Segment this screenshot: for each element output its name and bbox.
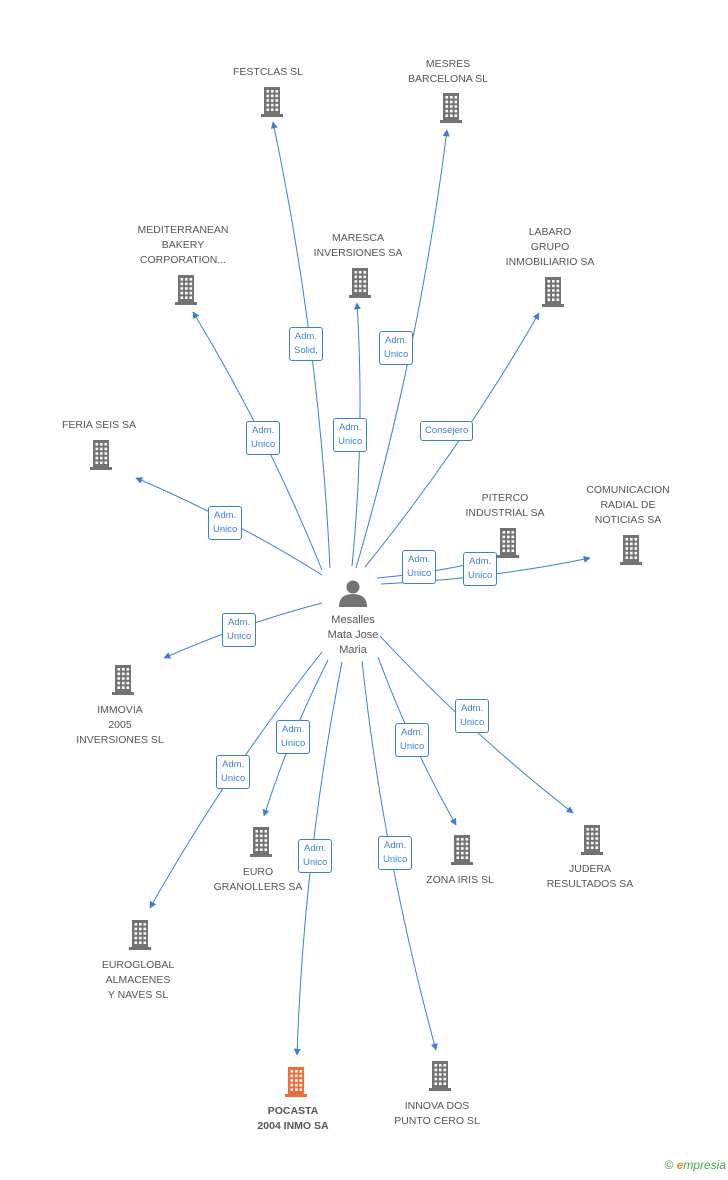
company-label-judera[interactable]: JUDERA RESULTADOS SA [546, 863, 634, 890]
edge-label-immovia[interactable]: Adm. Unico [222, 613, 257, 647]
building-icon-piterco[interactable] [497, 528, 519, 558]
company-label-immovia[interactable]: IMMOVIA 2005 INVERSIONES SL [76, 704, 164, 746]
building-icon-mediterranean[interactable] [175, 275, 197, 305]
footer-brand[interactable]: © empresia [664, 1158, 726, 1172]
building-icon-comunicacion[interactable] [620, 535, 642, 565]
brand-logo-text: mpresia [683, 1158, 726, 1172]
edge-label-comunicacion[interactable]: Adm. Unico [463, 552, 498, 586]
edge-label-maresca[interactable]: Adm. Unico [333, 418, 368, 452]
edge-label-judera[interactable]: Adm. Unico [455, 699, 490, 733]
copyright-symbol: © [664, 1158, 674, 1172]
edge-label-euro[interactable]: Adm. Unico [276, 720, 311, 754]
edge-label-mediterranean[interactable]: Adm. Unico [246, 421, 281, 455]
nodes-layer [90, 87, 642, 1097]
building-icon-festclas[interactable] [261, 87, 283, 117]
company-label-maresca[interactable]: MARESCA INVERSIONES SA [313, 232, 403, 259]
building-icon-pocasta[interactable] [285, 1067, 307, 1097]
building-icon-feria[interactable] [90, 440, 112, 470]
company-label-comunicacion[interactable]: COMUNICACION RADIAL DE NOTICIAS SA [586, 484, 670, 526]
building-icon-euro[interactable] [250, 827, 272, 857]
person-name[interactable]: Mesalles Mata Jose Maria [327, 614, 379, 656]
company-label-euro[interactable]: EURO GRANOLLERS SA [213, 866, 303, 893]
brand-logo-e: e [676, 1158, 684, 1172]
company-label-feria[interactable]: FERIA SEIS SA [61, 419, 137, 431]
edge-label-labaro[interactable]: Consejero [420, 421, 474, 441]
company-label-zona[interactable]: ZONA IRIS SL [426, 874, 494, 886]
edge-label-festclas[interactable]: Adm. Solid. [289, 327, 323, 361]
edge-label-euroglobal[interactable]: Adm. Unico [216, 755, 251, 789]
edge-label-zona[interactable]: Adm. Unico [395, 723, 430, 757]
edge-labaro [364, 312, 540, 568]
company-label-festclas[interactable]: FESTCLAS SL [232, 66, 304, 78]
building-icon-innova[interactable] [429, 1061, 451, 1091]
company-label-labaro[interactable]: LABARO GRUPO INMOBILIARIO SA [505, 226, 595, 268]
company-label-piterco[interactable]: PITERCO INDUSTRIAL SA [465, 492, 545, 519]
person-icon[interactable] [339, 580, 367, 608]
company-label-mesres[interactable]: MESRES BARCELONA SL [408, 58, 488, 85]
building-icon-zona[interactable] [451, 835, 473, 865]
company-label-mediterranean[interactable]: MEDITERRANEAN BAKERY CORPORATION... [137, 224, 229, 266]
edge-label-feria[interactable]: Adm. Unico [208, 506, 243, 540]
edge-label-innova[interactable]: Adm. Unico [378, 836, 413, 870]
edge-label-pocasta[interactable]: Adm. Unico [298, 839, 333, 873]
building-icon-judera[interactable] [581, 825, 603, 855]
building-icon-maresca[interactable] [349, 268, 371, 298]
edge-label-piterco[interactable]: Adm. Unico [402, 550, 437, 584]
company-label-pocasta[interactable]: POCASTA 2004 INMO SA [257, 1105, 329, 1132]
company-label-euroglobal[interactable]: EUROGLOBAL ALMACENES Y NAVES SL [101, 959, 175, 1001]
building-icon-euroglobal[interactable] [129, 920, 151, 950]
building-icon-immovia[interactable] [112, 665, 134, 695]
building-icon-mesres[interactable] [440, 93, 462, 123]
edge-label-mesres[interactable]: Adm. Unico [379, 331, 414, 365]
building-icon-labaro[interactable] [542, 277, 564, 307]
company-label-innova[interactable]: INNOVA DOS PUNTO CERO SL [394, 1100, 480, 1127]
